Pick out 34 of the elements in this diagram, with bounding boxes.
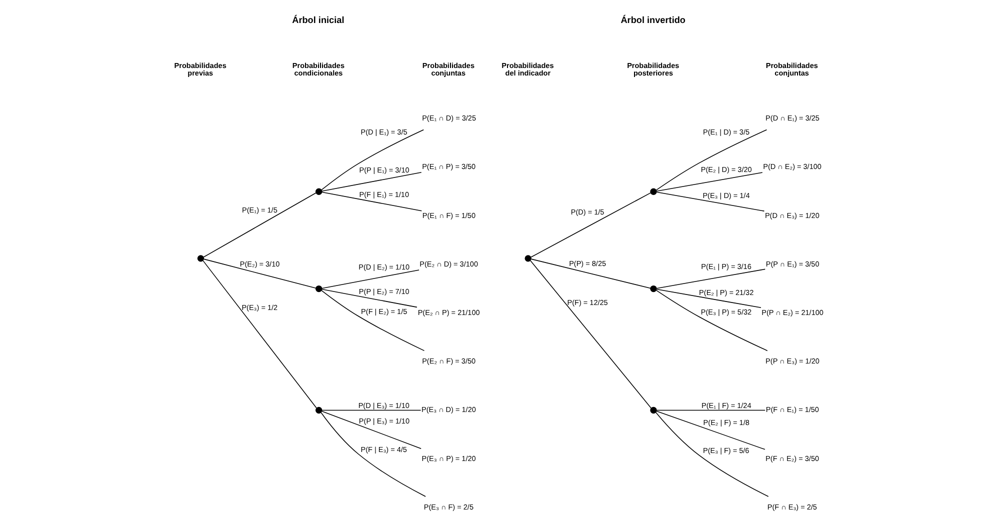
connector — [656, 192, 764, 212]
node-circle — [315, 406, 322, 414]
connector — [530, 192, 651, 258]
connector — [202, 260, 316, 408]
connector — [320, 412, 426, 497]
connector — [321, 192, 422, 212]
connector — [321, 288, 417, 308]
connector — [654, 412, 768, 497]
connector — [321, 410, 421, 411]
connector — [656, 410, 765, 411]
connector — [656, 172, 762, 192]
connector — [320, 129, 424, 190]
connector — [202, 192, 316, 258]
connector — [656, 288, 761, 308]
connector — [656, 268, 765, 289]
node-circle — [315, 285, 322, 292]
connector — [321, 270, 419, 289]
connector — [656, 410, 765, 450]
connector — [321, 410, 421, 450]
connector — [655, 290, 768, 352]
node-circle — [650, 188, 656, 195]
connector — [202, 258, 316, 289]
connector — [530, 260, 652, 409]
connector — [320, 290, 424, 352]
node-circle — [315, 188, 322, 195]
connector — [530, 258, 650, 289]
node-circle — [650, 285, 656, 292]
connector — [321, 172, 422, 192]
node-circle — [196, 255, 204, 262]
connector — [655, 129, 767, 190]
node-circle — [524, 255, 531, 262]
label: Árbol invertido — [620, 15, 685, 26]
node-circle — [650, 406, 656, 414]
label: Árbol inicial — [292, 15, 344, 26]
